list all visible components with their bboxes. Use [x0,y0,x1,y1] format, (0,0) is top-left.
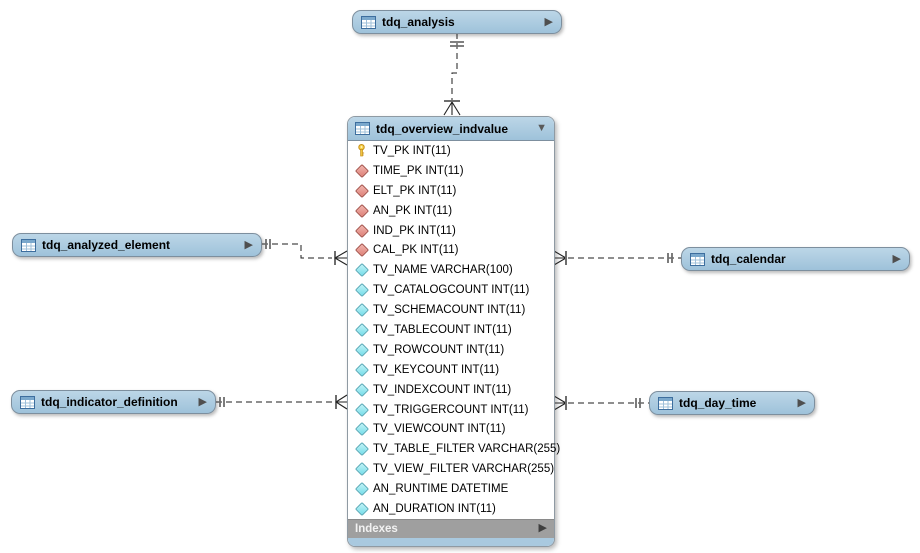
column-row[interactable]: TV_ROWCOUNT INT(11) [348,340,554,360]
table-grid-icon [658,396,673,410]
table-header[interactable]: tdq_overview_indvalue ▼ [348,117,554,141]
column-icon [354,442,369,457]
table-tdq-day-time[interactable]: tdq_day_time ▶ [649,391,815,415]
foreign-key-icon [354,203,369,218]
table-title: tdq_analysis [382,15,455,29]
column-row[interactable]: TV_PK INT(11) [348,141,554,161]
column-row[interactable]: TIME_PK INT(11) [348,161,554,181]
column-text: TV_ROWCOUNT INT(11) [373,343,505,356]
table-title: tdq_calendar [711,252,786,266]
expand-arrow-icon[interactable]: ▶ [198,395,207,408]
table-tdq-indicator-definition[interactable]: tdq_indicator_definition ▶ [11,390,216,414]
indexes-bar[interactable]: Indexes ▶ [348,518,554,538]
column-row[interactable]: CAL_PK INT(11) [348,240,554,260]
column-text: TV_KEYCOUNT INT(11) [373,363,500,376]
column-row[interactable]: AN_DURATION INT(11) [348,499,554,519]
column-text: IND_PK INT(11) [373,224,456,237]
column-list: TV_PK INT(11) TIME_PK INT(11) ELT_PK INT… [348,141,560,519]
column-icon [354,501,369,517]
expand-arrow-icon[interactable]: ▶ [892,252,901,265]
foreign-key-icon [354,183,369,198]
column-text: TIME_PK INT(11) [373,164,464,177]
column-row[interactable]: AN_RUNTIME DATETIME [348,479,554,499]
foreign-key-icon [354,243,369,258]
column-icon [354,302,369,318]
column-row[interactable]: ELT_PK INT(11) [348,181,554,201]
table-grid-icon [20,395,35,409]
column-text: AN_PK INT(11) [373,204,453,217]
column-text: TV_NAME VARCHAR(100) [373,264,513,277]
column-icon [354,482,369,497]
table-title: tdq_indicator_definition [41,395,178,409]
expand-arrow-icon[interactable]: ▶ [797,396,806,409]
column-icon [354,402,369,417]
column-icon [354,362,369,377]
table-tdq-overview-indvalue[interactable]: tdq_overview_indvalue ▼ TV_PK INT(11) TI… [347,116,560,547]
connector-analyzed-element-overview[interactable] [262,239,348,266]
column-row[interactable]: TV_TABLECOUNT INT(11) [348,320,554,340]
column-text: CAL_PK INT(11) [373,244,459,257]
column-icon [354,283,369,298]
connector-overview-day-time[interactable] [553,395,649,411]
connector-analysis-overview[interactable] [443,33,464,116]
column-icon [354,263,369,278]
collapse-arrow-icon[interactable]: ▼ [536,122,547,134]
column-icon [354,462,369,477]
column-text: AN_DURATION INT(11) [373,502,496,515]
connector-overview-calendar[interactable] [553,250,681,266]
column-row[interactable]: TV_VIEWCOUNT INT(11) [348,419,554,439]
expand-arrow-icon[interactable]: ▶ [544,15,553,28]
foreign-key-icon [354,223,369,238]
column-row[interactable]: TV_TRIGGERCOUNT INT(11) [348,400,554,420]
column-row[interactable]: TV_NAME VARCHAR(100) [348,260,554,280]
table-tdq-analyzed-element[interactable]: tdq_analyzed_element ▶ [12,233,262,257]
column-text: TV_TABLE_FILTER VARCHAR(255) [373,443,561,456]
column-text: TV_VIEW_FILTER VARCHAR(255) [373,463,555,476]
column-text: ELT_PK INT(11) [373,184,457,197]
column-row[interactable]: TV_SCHEMACOUNT INT(11) [348,300,554,320]
column-text: TV_INDEXCOUNT INT(11) [373,383,512,396]
table-grid-icon [21,238,36,252]
column-text: TV_PK INT(11) [373,144,451,157]
table-bottom-strip [348,537,554,546]
table-tdq-analysis[interactable]: tdq_analysis ▶ [352,10,562,34]
column-row[interactable]: TV_INDEXCOUNT INT(11) [348,380,554,400]
connector-indicator-definition-overview[interactable] [216,394,348,410]
table-title: tdq_analyzed_element [42,238,171,252]
table-title: tdq_day_time [679,396,757,410]
column-text: TV_VIEWCOUNT INT(11) [373,423,506,436]
table-grid-icon [361,15,376,29]
table-tdq-calendar[interactable]: tdq_calendar ▶ [681,247,910,271]
table-grid-icon [355,122,370,135]
column-row[interactable]: IND_PK INT(11) [348,221,554,241]
indexes-label: Indexes [355,522,398,535]
column-icon [354,322,369,338]
column-icon [354,342,369,357]
table-grid-icon [690,252,705,266]
column-row[interactable]: TV_TABLE_FILTER VARCHAR(255) [348,439,560,459]
column-text: TV_SCHEMACOUNT INT(11) [373,304,526,317]
column-row[interactable]: TV_CATALOGCOUNT INT(11) [348,280,554,300]
column-row[interactable]: AN_PK INT(11) [348,201,554,221]
expand-arrow-icon[interactable]: ▶ [244,238,253,251]
column-text: TV_CATALOGCOUNT INT(11) [373,284,530,297]
column-text: TV_TABLECOUNT INT(11) [373,323,512,336]
column-icon [354,382,369,397]
column-text: AN_RUNTIME DATETIME [373,483,509,496]
column-icon [354,422,369,437]
primary-key-icon [355,144,368,157]
expand-arrow-icon[interactable]: ▶ [538,522,547,535]
table-title: tdq_overview_indvalue [376,121,509,136]
foreign-key-icon [354,163,369,178]
column-text: TV_TRIGGERCOUNT INT(11) [373,403,529,416]
column-row[interactable]: TV_KEYCOUNT INT(11) [348,360,554,380]
column-row[interactable]: TV_VIEW_FILTER VARCHAR(255) [348,459,554,479]
